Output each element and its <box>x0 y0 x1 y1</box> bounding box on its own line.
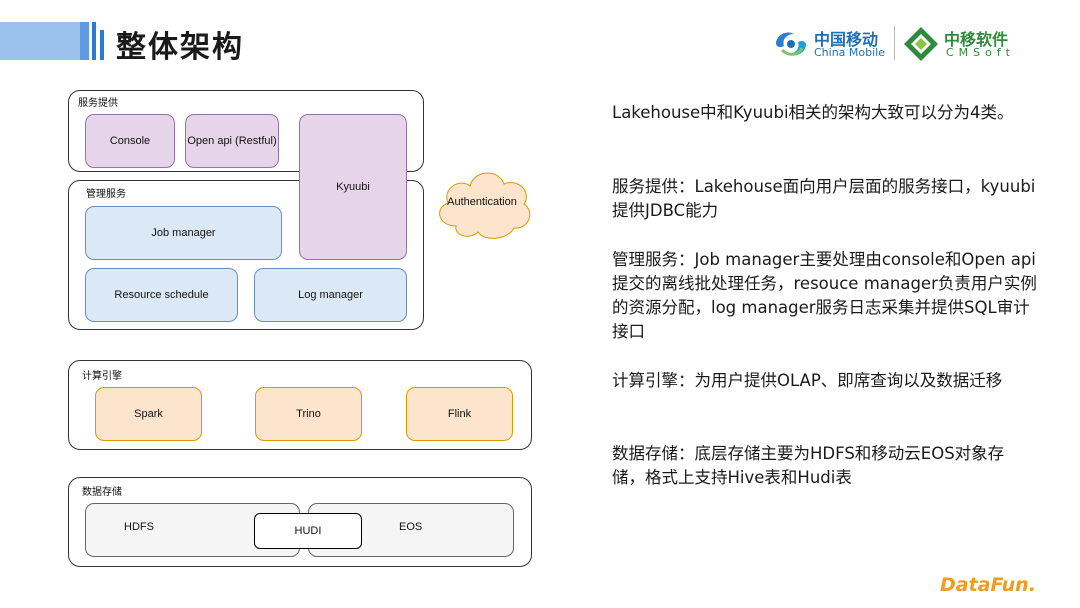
log-manager-box: Log manager <box>254 268 407 322</box>
management-group-label: 管理服务 <box>86 189 126 200</box>
cmsoft-en: CMSoft <box>946 46 1015 59</box>
authentication-label: Authentication <box>447 196 517 208</box>
china-mobile-cn: 中国移动 <box>814 30 879 49</box>
paragraph-service: 服务提供：Lakehouse面向用户层面的服务接口，kyuubi提供JDBC能力 <box>612 177 1036 220</box>
compute-group-label: 计算引擎 <box>82 371 122 382</box>
china-mobile-logo: 中国移动 China Mobile <box>772 24 892 64</box>
datafun-logo: DataFun. <box>940 574 1036 596</box>
china-mobile-icon <box>776 32 806 56</box>
console-box: Console <box>85 114 175 168</box>
job-manager-box: Job manager <box>85 206 282 260</box>
page-title: 整体架构 <box>116 30 244 65</box>
paragraph-intro: Lakehouse中和Kyuubi相关的架构大致可以分为4类。 <box>612 103 1014 122</box>
cmsoft-icon <box>904 27 938 61</box>
openapi-box: Open api (Restful) <box>185 114 279 168</box>
service-group-label: 服务提供 <box>78 98 118 109</box>
hudi-box: HUDI <box>254 513 362 549</box>
storage-group-label: 数据存储 <box>82 487 122 498</box>
resource-schedule-box: Resource schedule <box>85 268 238 322</box>
cmsoft-logo: 中移软件 CMSoft <box>902 24 1032 64</box>
cmsoft-cn: 中移软件 <box>944 30 1009 49</box>
spark-box: Spark <box>95 387 202 441</box>
kyuubi-box: Kyuubi <box>299 114 407 260</box>
paragraph-compute: 计算引擎：为用户提供OLAP、即席查询以及数据迁移 <box>612 371 1003 390</box>
eos-label: EOS <box>399 521 423 533</box>
trino-box: Trino <box>255 387 362 441</box>
paragraph-management: 管理服务：Job manager主要处理由console和Open api提交的… <box>612 250 1037 341</box>
logo-divider <box>894 26 895 60</box>
china-mobile-en: China Mobile <box>814 46 886 59</box>
flink-box: Flink <box>406 387 513 441</box>
paragraph-storage: 数据存储：底层存储主要为HDFS和移动云EOS对象存储，格式上支持Hive表和H… <box>612 444 1005 487</box>
authentication-cloud <box>439 172 531 239</box>
kyuubi-label: Kyuubi <box>336 181 370 193</box>
hdfs-label: HDFS <box>124 521 154 533</box>
